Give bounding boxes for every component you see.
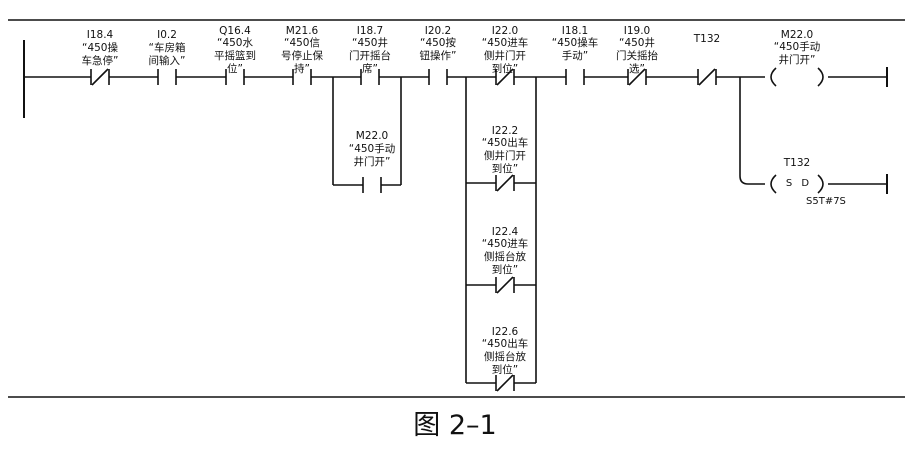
contact-i22-4	[495, 276, 515, 294]
coil-m22-0	[770, 67, 824, 87]
contact-address: I19.0	[623, 25, 651, 37]
contact-i18-7	[360, 69, 380, 85]
contact-i19-0	[627, 68, 647, 86]
contact-i18-1	[565, 69, 585, 85]
branch-contact-comment: “450手动 井门开”	[348, 143, 396, 168]
parallel-contact-comment: “450出车 侧摇台放 到位”	[481, 338, 529, 376]
contact-address: I22.0	[491, 25, 519, 37]
contact-i22-2	[495, 174, 515, 192]
contact-comment: “450操 车急停”	[81, 42, 119, 67]
contact-comment: “450信 号停止保 持”	[281, 37, 323, 75]
contact-comment: “450操车 手动”	[551, 37, 599, 62]
contact-address: I18.7	[356, 25, 384, 37]
parallel-contact-address: I22.4	[491, 226, 519, 238]
contact-comment: “车房箱 间输入”	[148, 42, 186, 67]
contact-i22-6	[495, 374, 515, 392]
contact-i18-4	[90, 68, 110, 86]
coil-comment: “450手动 井门开”	[773, 41, 821, 66]
contact-address: I20.2	[424, 25, 452, 37]
contact-i20-2	[428, 69, 448, 85]
coil-address: M22.0	[780, 29, 814, 41]
contact-comment: “450井 门开摇台 席”	[349, 37, 391, 75]
timer-coil-t132	[770, 174, 824, 194]
contact-comment: “450水 平摇篮到 位”	[214, 37, 256, 75]
timer-address: T132	[783, 157, 811, 169]
contact-address: I18.1	[561, 25, 589, 37]
contact-address: Q16.4	[219, 25, 251, 37]
contact-t132	[697, 68, 717, 86]
contact-address: I0.2	[157, 29, 177, 41]
contact-address: M21.6	[285, 25, 319, 37]
contact-m21-6	[292, 69, 312, 85]
contact-comment: “450井 门关摇抬 选”	[616, 37, 658, 75]
timer-operation: S D	[785, 178, 813, 189]
contact-address: T132	[693, 33, 721, 45]
contact-comment: “450进车 侧井门开 到位”	[481, 37, 529, 75]
branch-contact-address: M22.0	[355, 130, 389, 142]
contact-comment: “450按 钮操作”	[419, 37, 457, 62]
contact-address: I18.4	[86, 29, 114, 41]
parallel-contact-comment: “450出车 侧井门开 到位”	[481, 137, 529, 175]
contact-i22-0	[495, 68, 515, 86]
contact-m22-0-branch	[362, 177, 382, 193]
timer-preset-value: S5T#7S	[806, 196, 846, 207]
contact-i0-2	[157, 69, 177, 85]
parallel-contact-address: I22.2	[491, 125, 519, 137]
figure-caption: 图 2–1	[413, 410, 497, 441]
contact-q16-4	[225, 69, 245, 85]
parallel-contact-address: I22.6	[491, 326, 519, 338]
parallel-contact-comment: “450进车 侧摇台放 到位”	[481, 238, 529, 276]
